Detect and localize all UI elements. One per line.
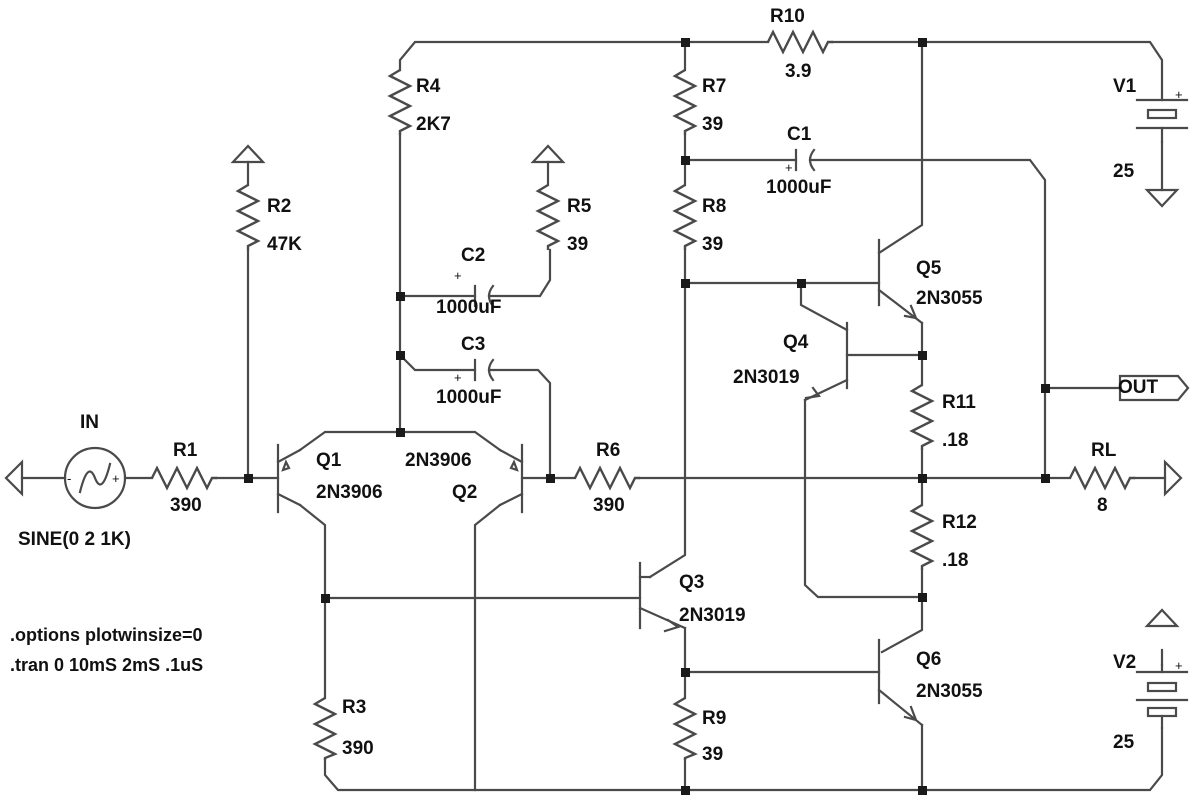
- c3-value: 1000uF: [436, 387, 501, 408]
- resistor-r10: [766, 29, 833, 55]
- in-minus-mark: -: [67, 471, 71, 486]
- r2-name: R2: [267, 196, 291, 217]
- transistor-q5: [877, 238, 924, 325]
- r5-name: R5: [567, 196, 592, 217]
- r8-value: 39: [702, 234, 723, 255]
- c1-plus-mark: +: [785, 160, 793, 175]
- q2-name: Q2: [452, 482, 477, 503]
- port-out: [1118, 374, 1190, 402]
- r9-value: 39: [702, 744, 723, 765]
- c1-value: 1000uF: [766, 177, 831, 198]
- junctions: [244, 38, 1050, 795]
- q3-value: 2N3019: [679, 605, 746, 626]
- v1-plus-mark: +: [1175, 87, 1183, 102]
- spice-directive-options: .options plotwinsize=0: [10, 625, 203, 645]
- c2-value: 1000uF: [436, 297, 501, 318]
- q5-name: Q5: [916, 258, 942, 279]
- r10-value: 3.9: [785, 61, 811, 82]
- capacitor-c2: [473, 284, 495, 308]
- ground-v2: [1144, 608, 1180, 628]
- r10-name: R10: [770, 6, 805, 27]
- resistor-r4: [387, 68, 413, 135]
- resistor-rl: [1068, 465, 1135, 491]
- v1-name: V1: [1113, 76, 1137, 97]
- capacitor-c3: [473, 358, 495, 382]
- port-out-label: OUT: [1118, 377, 1159, 398]
- in-name: IN: [80, 412, 99, 433]
- transistor-q2: [498, 443, 524, 514]
- resistor-r8: [672, 183, 698, 250]
- v2-plus-mark: +: [1175, 658, 1183, 673]
- q6-name: Q6: [916, 649, 941, 670]
- ground-r2: [230, 144, 266, 164]
- transistor-q6: [877, 638, 924, 727]
- rl-name: RL: [1091, 440, 1117, 461]
- r3-value: 390: [342, 738, 374, 759]
- r6-value: 390: [593, 495, 625, 516]
- r11-name: R11: [942, 392, 976, 413]
- r11-value: .18: [942, 430, 968, 451]
- battery-v2: [1135, 663, 1189, 730]
- ground-r5: [530, 144, 566, 164]
- q2-value: 2N3906: [405, 450, 472, 471]
- r5-value: 39: [567, 234, 588, 255]
- in-value: SINE(0 2 1K): [18, 529, 131, 550]
- ground-in: [4, 459, 24, 497]
- resistor-r7: [672, 68, 698, 135]
- ground-rl: [1163, 459, 1183, 497]
- sine-source-in: [63, 446, 127, 510]
- q4-name: Q4: [783, 332, 809, 353]
- r7-value: 39: [702, 114, 723, 135]
- r3-name: R3: [342, 697, 366, 718]
- q1-name: Q1: [316, 450, 342, 471]
- r2-value: 47K: [267, 234, 302, 255]
- r9-name: R9: [702, 708, 726, 729]
- r8-name: R8: [702, 196, 726, 217]
- r12-name: R12: [942, 512, 977, 533]
- q6-value: 2N3055: [916, 681, 983, 702]
- c2-plus-mark: +: [454, 268, 462, 283]
- wires: [20, 40, 1167, 792]
- c3-name: C3: [461, 334, 485, 355]
- r12-value: .18: [942, 550, 968, 571]
- resistor-r3: [312, 696, 338, 760]
- capacitor-c1: [794, 148, 816, 172]
- c2-name: C2: [461, 245, 485, 266]
- resistor-r6: [573, 465, 640, 491]
- resistor-r2: [235, 183, 261, 250]
- ground-v1: [1144, 188, 1180, 208]
- spice-directive-tran: .tran 0 10mS 2mS .1uS: [10, 655, 203, 675]
- r1-value: 390: [170, 495, 202, 516]
- c3-plus-mark: +: [454, 370, 462, 385]
- in-plus-mark: +: [112, 471, 120, 486]
- resistor-r9: [672, 696, 698, 760]
- q3-name: Q3: [679, 572, 704, 593]
- c1-name: C1: [787, 124, 812, 145]
- q1-value: 2N3906: [316, 482, 383, 503]
- r4-value: 2K7: [416, 114, 451, 135]
- v1-value: 25: [1113, 161, 1135, 182]
- transistor-q3: [638, 561, 687, 633]
- q4-value: 2N3019: [733, 367, 800, 388]
- resistor-r11: [909, 383, 935, 450]
- transistor-q1: [276, 443, 302, 514]
- transistor-q4: [803, 321, 849, 402]
- q5-value: 2N3055: [916, 288, 983, 309]
- resistor-r12: [909, 503, 935, 570]
- r6-name: R6: [596, 440, 620, 461]
- battery-v1: [1135, 98, 1189, 144]
- v2-name: V2: [1113, 652, 1136, 673]
- resistor-r5: [535, 183, 561, 250]
- resistor-r1: [150, 465, 217, 491]
- v2-value: 25: [1113, 732, 1135, 753]
- r1-name: R1: [173, 440, 198, 461]
- r7-name: R7: [702, 76, 726, 97]
- rl-value: 8: [1097, 495, 1108, 516]
- r4-name: R4: [416, 76, 441, 97]
